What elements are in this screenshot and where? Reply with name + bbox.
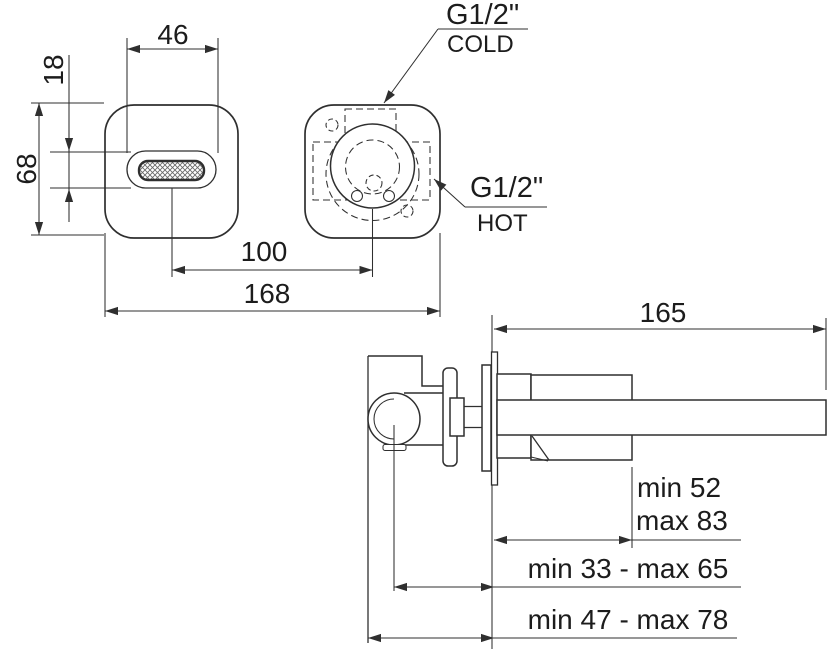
rough-in-body-outline — [368, 355, 443, 387]
hot-port-callout: G1/2" HOT — [433, 172, 547, 237]
dimension-46: 46 — [126, 19, 219, 153]
dimension-168: 168 — [104, 233, 441, 317]
spout-tube — [496, 399, 827, 436]
dimension-100: 100 — [172, 236, 373, 275]
elbow-inner-arc — [373, 398, 395, 440]
cold-label: COLD — [447, 31, 514, 58]
handle-wedge-line — [531, 435, 550, 461]
hot-label: HOT — [477, 210, 528, 237]
dimension-68: 68 — [11, 102, 104, 236]
hidden-cartridge-detail — [344, 139, 401, 195]
dimension-value: 165 — [640, 297, 687, 328]
dimension-value: min 33 - max 65 — [528, 553, 729, 584]
aerator-grid — [137, 159, 206, 182]
back-view-valve-plate — [304, 104, 441, 277]
dimension-18: 18 — [38, 54, 131, 222]
dimension-value: 46 — [157, 19, 188, 50]
wall-flange — [481, 364, 492, 472]
hot-leader-arrow — [433, 178, 466, 208]
cartridge-screw — [350, 189, 364, 203]
cartridge-housing-circle — [329, 123, 416, 209]
cold-leader-arrow — [383, 28, 439, 104]
cartridge-screw — [382, 189, 396, 203]
dimension-min52-max83: min 52 max 83 — [494, 467, 741, 548]
dimension-min47-max78: min 47 - max 78 — [368, 604, 737, 643]
handle-wedge-line — [530, 456, 549, 462]
dimension-value: 168 — [244, 278, 291, 309]
dimension-value: 100 — [241, 236, 288, 267]
hot-thread-label: G1/2" — [470, 172, 543, 204]
connection-nut — [449, 397, 465, 437]
cold-thread-label: G1/2" — [446, 0, 519, 31]
front-view-spout-plate — [104, 104, 239, 277]
hidden-cartridge-stem — [365, 174, 383, 192]
hidden-screw-hole — [325, 118, 339, 132]
dimension-value-max: max 83 — [636, 505, 728, 536]
dimension-min33-max65: min 33 - max 65 — [394, 553, 741, 592]
dimension-value: 68 — [11, 153, 42, 184]
cold-port-callout: G1/2" COLD — [383, 0, 528, 104]
dimension-value: min 47 - max 78 — [528, 604, 729, 635]
side-view-faucet — [367, 315, 827, 649]
dimension-value-min: min 52 — [637, 472, 721, 503]
dimension-value: 18 — [38, 54, 69, 85]
dimension-165: 165 — [494, 297, 827, 390]
